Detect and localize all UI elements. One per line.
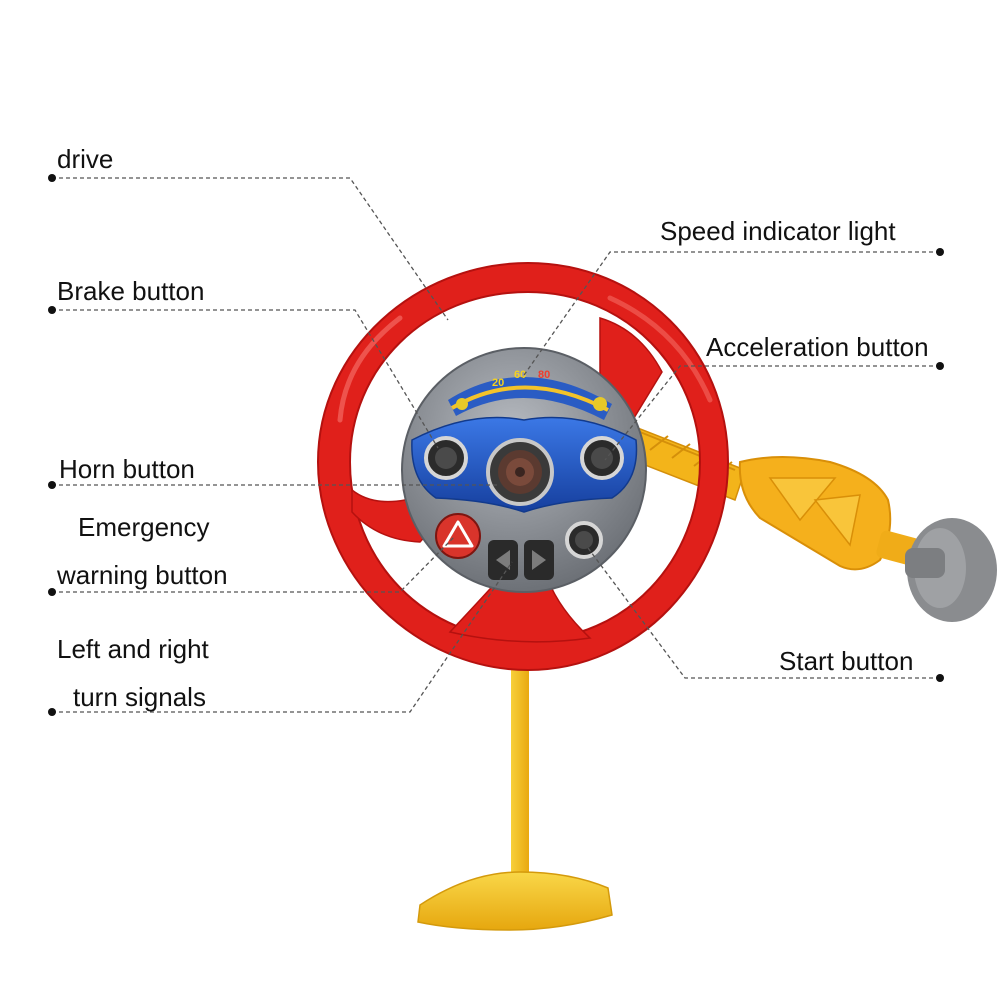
- label-start-button: Start button: [779, 646, 914, 676]
- leader-drive: [52, 177, 449, 321]
- leader-turn: [52, 561, 513, 713]
- steering-wheel: [316, 261, 730, 672]
- start-button[interactable]: [565, 521, 603, 559]
- leader-brake: [52, 309, 439, 449]
- speed-number-3: 80: [538, 369, 550, 381]
- label-emergency-line1: Emergency: [78, 512, 210, 542]
- speed-number-1: 20: [492, 377, 504, 389]
- label-emergency-line2: warning button: [57, 560, 228, 590]
- speed-dial-strip: [448, 376, 612, 420]
- left-arrow-icon: [496, 550, 510, 570]
- horn-button[interactable]: [486, 438, 554, 506]
- wheel-spoke-lower: [448, 577, 592, 643]
- label-horn-button: Horn button: [59, 454, 195, 484]
- leader-start: [587, 547, 940, 679]
- arm-clamp: [738, 456, 892, 571]
- speed-number-2: 60: [514, 369, 526, 381]
- leader-emergency: [52, 535, 456, 593]
- leader-acceleration: [604, 365, 940, 461]
- acceleration-button[interactable]: [580, 436, 624, 480]
- label-drive: drive: [57, 144, 114, 174]
- control-hub: 20 60 80: [401, 347, 647, 593]
- leader-speed: [521, 251, 940, 379]
- label-brake-button: Brake button: [57, 276, 205, 306]
- label-speed-indicator: Speed indicator light: [660, 216, 896, 246]
- emergency-warning-button[interactable]: [435, 513, 481, 559]
- right-arrow-icon: [532, 550, 546, 570]
- label-turn-line1: Left and right: [57, 634, 209, 664]
- label-turn-line2: turn signals: [73, 682, 206, 712]
- stand-base: [417, 871, 613, 931]
- label-acceleration-button: Acceleration button: [706, 332, 929, 362]
- turn-signal-buttons: [488, 540, 554, 580]
- leader-endpoints: [48, 174, 944, 716]
- hazard-triangle-icon: [442, 520, 474, 548]
- brake-button[interactable]: [424, 436, 468, 480]
- leader-lines: [52, 177, 940, 713]
